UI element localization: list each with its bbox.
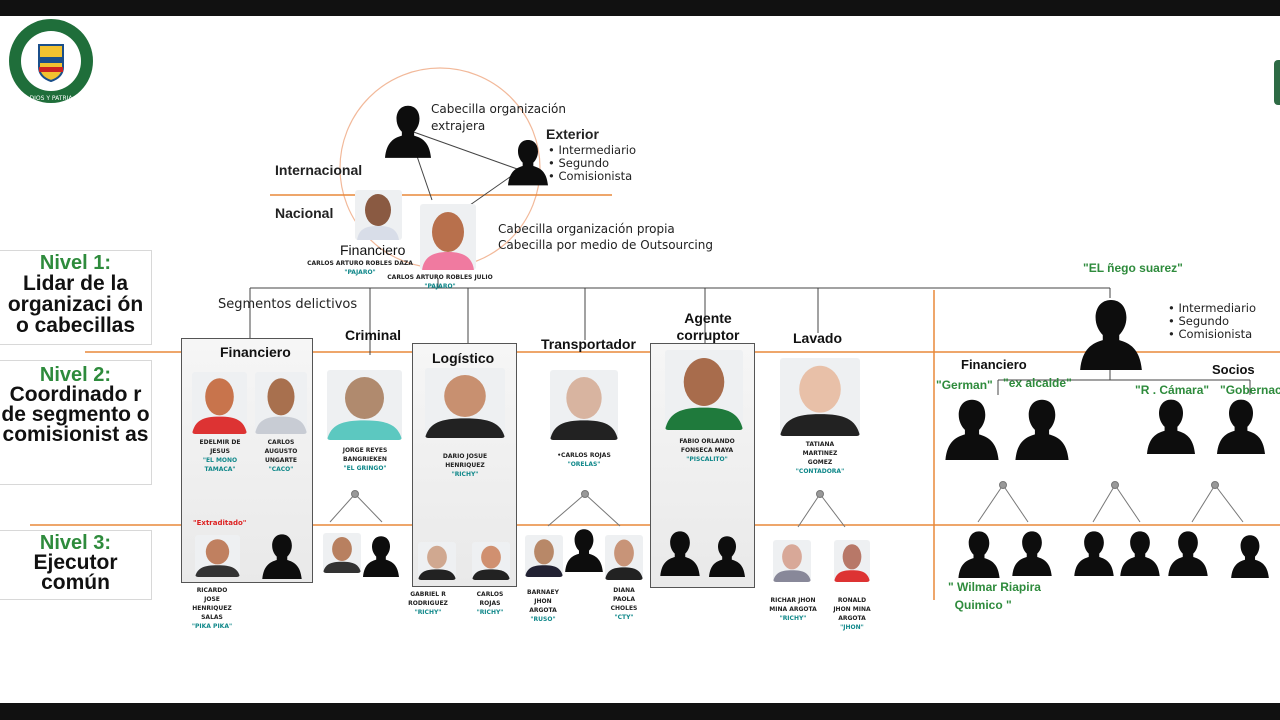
financier-name: CARLOS ARTURO ROBLES DAZA"PAJARO" xyxy=(307,260,413,276)
silhouette-icon xyxy=(1165,530,1211,576)
person-photo xyxy=(834,540,870,582)
camara-alias: "R . Cámara" xyxy=(1135,383,1210,397)
right-financiero: Financiero xyxy=(961,357,1027,372)
branch-arrow xyxy=(547,490,621,527)
person-name: DIANA PAOLA CHOLES"CTY" xyxy=(610,587,638,621)
person-photo xyxy=(195,535,240,577)
top-bar xyxy=(0,0,1280,16)
branch-arrow xyxy=(1191,481,1244,523)
level-1-box: Nivel 1:Lidar de la organizaci ón o cabe… xyxy=(0,250,152,345)
silhouette-icon xyxy=(955,530,1003,578)
international-label: Internacional xyxy=(275,162,363,178)
silhouette-icon xyxy=(1070,530,1118,576)
wilmar-alias: " Wilmar Riapira Quimico " xyxy=(948,580,1041,612)
national-label: Nacional xyxy=(275,205,334,221)
silhouette-icon xyxy=(1010,530,1054,576)
exterior-label: Exterior xyxy=(546,126,599,142)
person-photo xyxy=(192,372,247,434)
person-name: CARLOS ROJAS"RICHY" xyxy=(476,591,504,616)
boss-silhouette xyxy=(1078,298,1144,370)
person-name: GABRIEL R RODRIGUEZ"RICHY" xyxy=(408,591,448,616)
ex-alcalde-alias: "ex alcalde" xyxy=(1003,376,1072,390)
person-name: EDELMIR DE JESUS"EL MONO TAMACA" xyxy=(199,439,241,473)
right-socios: Socios xyxy=(1212,362,1255,377)
silhouette-icon xyxy=(258,533,306,579)
silhouette-icon xyxy=(1142,398,1200,454)
person-photo xyxy=(327,370,402,440)
person-photo xyxy=(255,372,307,434)
person-name: RICARDO JOSE HENRIQUEZ SALAS"PIKA PIKA" xyxy=(191,587,233,630)
silhouette-icon xyxy=(942,398,1002,460)
side-tab xyxy=(1274,60,1280,105)
branch-arrow xyxy=(977,481,1029,523)
person-name: RONALD JHON MINA ARGOTA"JHON" xyxy=(833,597,871,631)
segment-financiero: Financiero xyxy=(220,344,291,360)
exterior-list: IntermediarioSegundoComisionista xyxy=(548,144,636,183)
person-photo xyxy=(605,535,643,580)
leader-photo xyxy=(420,204,476,270)
person-name: BARNAEY JHON ARGOTA"RUSO" xyxy=(527,589,559,623)
person-photo xyxy=(665,350,743,430)
boss-alias: "EL ñego suarez" xyxy=(1083,261,1183,275)
person-name: FABIO ORLANDO FONSECA MAYA"PISCALITO" xyxy=(679,438,735,463)
level-2-box: Nivel 2:Coordinado r de segmento o comis… xyxy=(0,360,152,485)
level-3-box: Nivel 3:Ejecutor común xyxy=(0,530,152,600)
person-photo xyxy=(472,542,510,580)
bottom-bar xyxy=(0,703,1280,720)
person-name: TATIANA MARTINEZ GOMEZ"CONTADORA" xyxy=(795,441,845,475)
police-logo: DIOS Y PATRIA xyxy=(3,17,99,105)
extradited-label: "Extraditado" xyxy=(193,519,247,527)
person-photo xyxy=(773,540,811,582)
svg-text:DIOS Y PATRIA: DIOS Y PATRIA xyxy=(30,95,74,102)
person-photo xyxy=(418,542,456,580)
segment-transportador: Transportador xyxy=(541,336,636,352)
leader-name: CARLOS ARTURO ROBLES JULIO"PAJARO" xyxy=(387,274,493,290)
financier-photo xyxy=(355,190,402,240)
person-photo xyxy=(425,368,505,438)
silhouette-icon xyxy=(706,535,748,577)
german-alias: "German" xyxy=(936,378,993,392)
branch-arrow xyxy=(329,490,383,523)
person-photo xyxy=(550,370,618,440)
boss-roles: IntermediarioSegundoComisionista xyxy=(1168,302,1256,341)
silhouette-icon xyxy=(1228,534,1272,578)
silhouette-icon xyxy=(1118,530,1162,576)
foreign-leader-silhouette xyxy=(385,100,431,162)
silhouette-icon xyxy=(360,535,402,577)
person-photo xyxy=(780,358,860,436)
silhouette-icon xyxy=(562,528,606,572)
branch-arrow xyxy=(1092,481,1141,523)
segment-agente-corruptor: Agente corruptor xyxy=(676,310,740,343)
person-name: RICHAR JHON MINA ARGOTA"RICHY" xyxy=(769,597,817,622)
segments-label: Segmentos delictivos xyxy=(218,297,358,312)
person-name: CARLOS AUGUSTO UNGARTE"CACO" xyxy=(264,439,298,473)
silhouette-icon xyxy=(658,530,702,576)
person-name: •CARLOS ROJAS"ORELAS" xyxy=(557,452,611,468)
segment-lavado: Lavado xyxy=(793,330,843,346)
financier-label: Financiero xyxy=(340,242,406,258)
person-name: JORGE REYES BANGRIEKEN"EL GRINGO" xyxy=(342,447,388,472)
silhouette-icon xyxy=(1212,398,1270,454)
person-photo xyxy=(525,535,563,577)
segment-criminal: Criminal xyxy=(345,327,402,343)
branch-arrow xyxy=(797,490,846,528)
segment-logistico: Logístico xyxy=(432,350,495,366)
person-name: DARIO JOSUE HENRIQUEZ"RICHY" xyxy=(442,453,488,478)
gobernador-alias: "Gobernac xyxy=(1220,383,1280,397)
silhouette-icon xyxy=(1012,398,1072,460)
exterior-silhouette xyxy=(508,136,548,188)
person-photo xyxy=(323,533,361,573)
